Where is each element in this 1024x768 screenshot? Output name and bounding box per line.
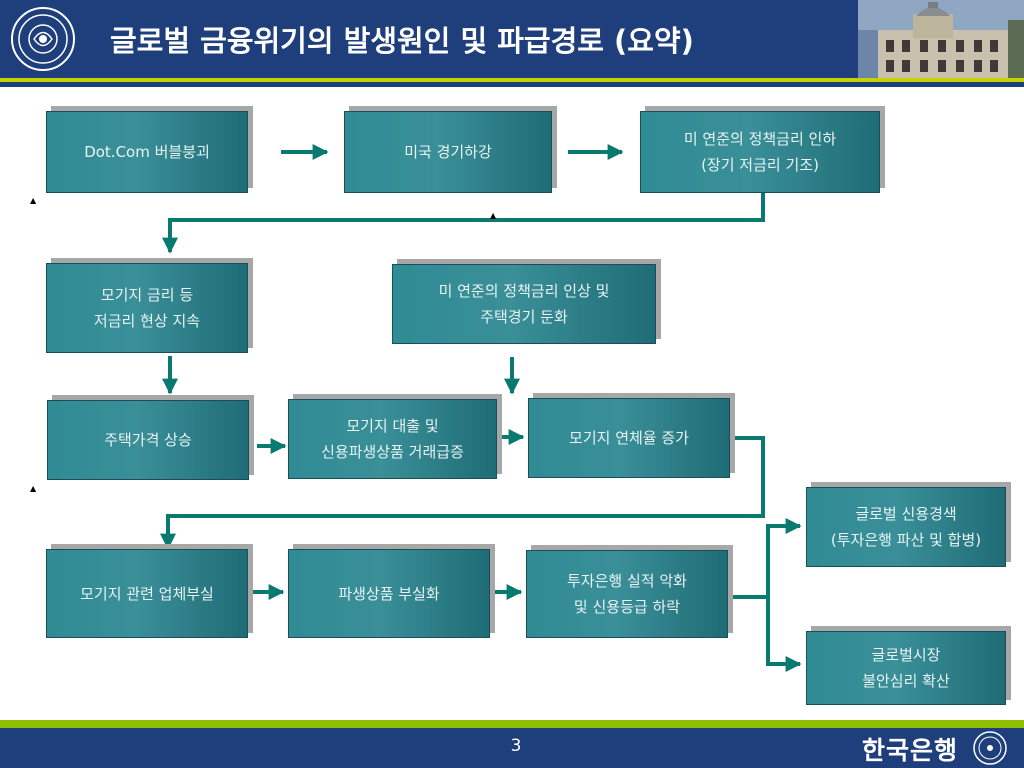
- box-dotcom-bubble: Dot.Com 버블붕괴: [46, 111, 248, 193]
- box-mortgage-firms-insolvency: 모기지 관련 업체부실: [46, 549, 248, 638]
- connector-b12-b9: [733, 518, 802, 599]
- box-market-anxiety: 글로벌시장 불안심리 확산: [806, 631, 1006, 705]
- box-mortgage-derivatives-surge: 모기지 대출 및 신용파생상품 거래급증: [288, 399, 497, 479]
- footer-bar: [0, 728, 1024, 768]
- box-low-rates-persist: 모기지 금리 등 저금리 현상 지속: [46, 263, 248, 353]
- connector-b12-b13: [766, 597, 802, 672]
- page-number: 3: [510, 736, 522, 756]
- bank-seal-icon: [11, 7, 75, 71]
- stray-mark: ▲: [30, 484, 37, 493]
- box-ib-downgrade: 투자은행 실적 악화 및 신용등급 하락: [526, 550, 728, 638]
- stray-mark: ▲: [490, 211, 497, 220]
- header-bar: [0, 0, 1024, 78]
- box-derivatives-insolvency: 파생상품 부실화: [288, 549, 490, 638]
- footer-seal-icon: [973, 731, 1007, 765]
- stray-mark: ▲: [30, 196, 37, 205]
- footer-accent-line: [0, 720, 1024, 728]
- header-accent-line: [0, 78, 1024, 82]
- page-title: 글로벌 금융위기의 발생원인 및 파급경로 (요약): [110, 24, 694, 58]
- box-delinquency-rise: 모기지 연체율 증가: [528, 398, 730, 478]
- connector-b3-b4: [162, 193, 765, 254]
- box-global-credit-crunch: 글로벌 신용경색 (투자은행 파산 및 합병): [806, 487, 1006, 567]
- box-us-recession: 미국 경기하강: [344, 111, 552, 193]
- header-divider: [0, 82, 1024, 87]
- box-fed-rate-hike: 미 연준의 정책금리 인상 및 주택경기 둔화: [392, 264, 656, 344]
- connector-b8-b10: [160, 436, 765, 550]
- box-housing-price-rise: 주택가격 상승: [47, 400, 249, 480]
- bank-name: 한국은행: [862, 736, 959, 765]
- headquarters-building-photo: [858, 0, 1024, 78]
- box-fed-rate-cut: 미 연준의 정책금리 인하 (장기 저금리 기조): [640, 111, 880, 193]
